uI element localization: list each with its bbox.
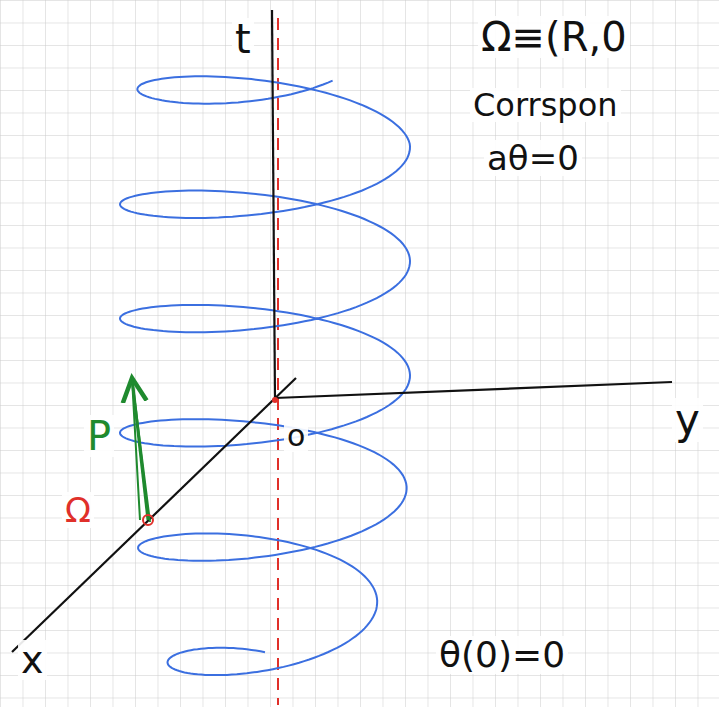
note-text: Ω≡(R,0 xyxy=(478,16,630,58)
origin-label: o xyxy=(284,420,308,452)
origin-point xyxy=(272,397,278,403)
helix-axis xyxy=(277,18,279,705)
note-text: θ(0)=0 xyxy=(436,636,568,674)
position-vector xyxy=(132,378,150,522)
y-axis xyxy=(275,382,672,398)
axis-label: x xyxy=(18,640,47,680)
axis-label: y xyxy=(672,398,703,442)
start-point xyxy=(143,515,153,525)
point-label: Ω xyxy=(62,492,94,528)
axis-label: t xyxy=(232,18,254,60)
note-text: Corrspon xyxy=(470,88,621,122)
x-axis xyxy=(12,378,296,652)
vector-label: P xyxy=(84,415,114,457)
t-axis xyxy=(272,10,275,400)
helix-curve xyxy=(120,76,410,675)
note-text: aθ=0 xyxy=(484,140,582,176)
